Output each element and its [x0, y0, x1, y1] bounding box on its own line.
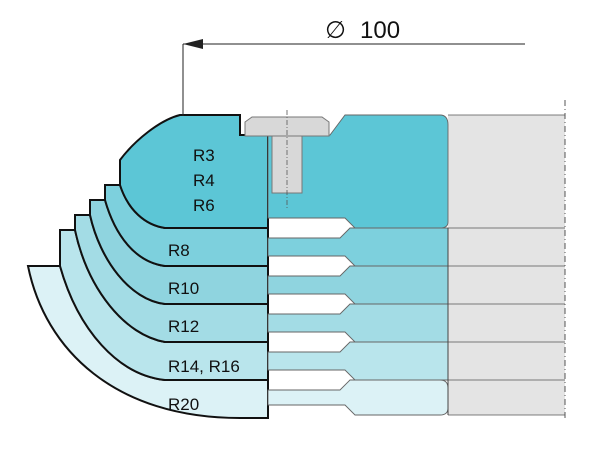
cutter-profiles — [26, 114, 269, 419]
label-r12: R12 — [168, 317, 199, 336]
label-r14-r16: R14, R16 — [168, 357, 240, 376]
label-r20: R20 — [168, 395, 199, 414]
label-r10: R10 — [168, 279, 199, 298]
dimension-value: 100 — [360, 17, 400, 44]
label-r8: R8 — [168, 241, 190, 260]
clamp-screw-icon — [244, 110, 330, 210]
gray-dividers — [448, 114, 565, 416]
label-r6: R6 — [193, 196, 215, 215]
cutter-shanks — [267, 114, 449, 416]
label-r3: R3 — [193, 146, 215, 165]
radius-labels: R3 R4 R6 R8 R10 R12 R14, R16 R20 — [168, 146, 240, 414]
diameter-dimension — [182, 39, 525, 116]
dimension-symbol: ∅ — [325, 17, 346, 44]
gray-body — [448, 115, 565, 415]
label-r4: R4 — [193, 171, 215, 190]
